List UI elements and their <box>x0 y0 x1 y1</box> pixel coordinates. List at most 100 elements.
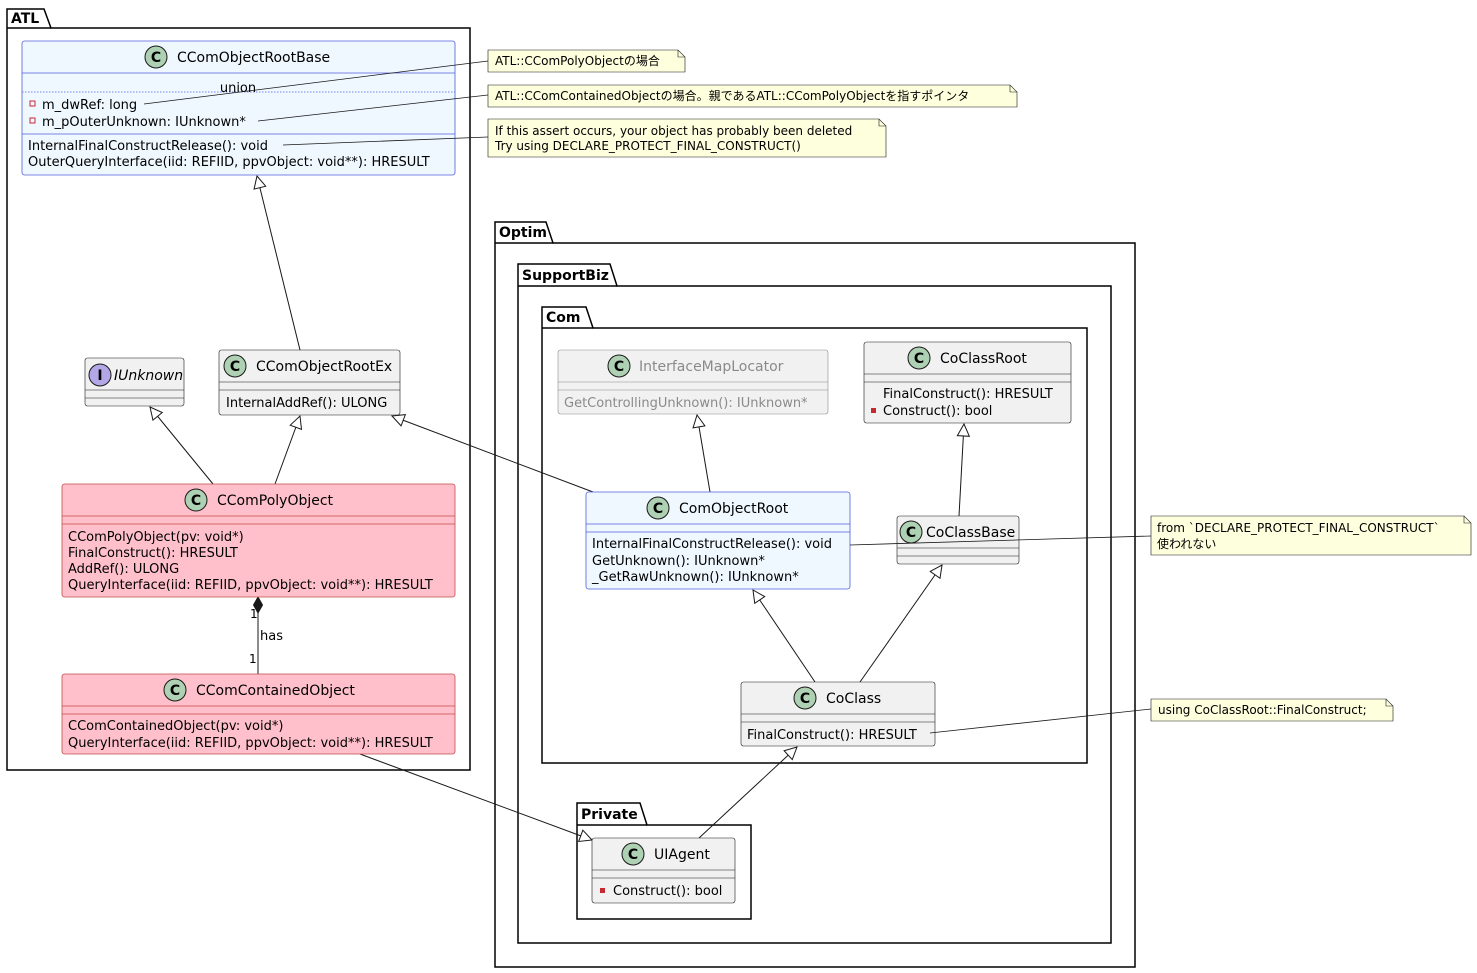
package-supportbiz: SupportBiz <box>517 263 1112 944</box>
class-iunknown[interactable]: I IUnknown <box>84 357 185 407</box>
private-method-marker <box>871 408 876 413</box>
method-internaladdref: InternalAddRef(): ULONG <box>226 396 387 411</box>
class-name: UIAgent <box>654 847 710 863</box>
note-from-line2: 使われない <box>1157 536 1216 551</box>
class-name: CComObjectRootEx <box>256 359 392 375</box>
class-ccomobjectrootex[interactable]: C CComObjectRootEx InternalAddRef(): ULO… <box>218 349 401 416</box>
package-atl: ATL <box>6 8 471 771</box>
inherit-poly-iunknown <box>150 407 214 485</box>
private-field-marker <box>29 100 36 107</box>
package-private-label: Private <box>581 807 638 823</box>
method-construct: Construct(): bool <box>883 404 992 419</box>
method-getunknown: GetUnknown(): IUnknown* <box>592 554 765 569</box>
package-com: Com <box>541 306 1088 764</box>
package-com-label: Com <box>546 310 580 326</box>
class-coclassbase[interactable]: C CoClassBase <box>896 515 1020 565</box>
class-coclassroot[interactable]: C CoClassRoot FinalConstruct(): HRESULT … <box>863 341 1072 424</box>
note-assert-line2: Try using DECLARE_PROTECT_FINAL_CONSTRUC… <box>494 139 801 153</box>
note-from-line1: from `DECLARE_PROTECT_FINAL_CONSTRUCT` <box>1157 521 1440 535</box>
class-name: CoClassBase <box>926 525 1015 541</box>
has-label: has <box>260 629 283 644</box>
class-name: InterfaceMapLocator <box>639 359 784 375</box>
class-name: CComContainedObject <box>196 683 355 699</box>
class-ccomobjectrootbase[interactable]: C CComObjectRootBase union m_dwRef: long… <box>21 40 456 176</box>
class-c-glyph: C <box>170 683 180 699</box>
class-comobjectroot[interactable]: C ComObjectRoot InternalFinalConstructRe… <box>585 491 851 590</box>
class-c-icon <box>163 678 187 702</box>
class-c-icon <box>223 354 247 378</box>
class-c-glyph: C <box>653 501 663 517</box>
class-c-glyph: C <box>914 351 924 367</box>
note-from-declare: from `DECLARE_PROTECT_FINAL_CONSTRUCT` 使… <box>1150 515 1472 556</box>
method-queryinterface: QueryInterface(iid: REFIID, ppvObject: v… <box>68 736 433 751</box>
method-internalfinalconstructrelease: InternalFinalConstructRelease(): void <box>28 139 268 154</box>
inherit-coclassbase-coclassroot <box>959 424 964 517</box>
multiplicity-top: 1 <box>250 607 258 621</box>
inherit-rootex-rootbase <box>257 176 301 351</box>
class-c-icon <box>184 488 208 512</box>
private-field-marker <box>29 117 36 124</box>
interface-i-glyph: I <box>97 368 102 384</box>
method-construct: Construct(): bool <box>613 884 722 899</box>
method-internalfinalconstructrelease: InternalFinalConstructRelease(): void <box>592 537 832 552</box>
inherit-uiagent-contained <box>359 753 592 840</box>
method-finalconstruct: FinalConstruct(): HRESULT <box>883 387 1053 402</box>
class-c-icon <box>607 354 631 378</box>
note-using: using CoClassRoot::FinalConstruct; <box>1150 698 1394 722</box>
note-contained: ATL::CComContainedObjectの場合。親であるATL::CCo… <box>487 84 1018 108</box>
private-method-marker <box>600 888 605 893</box>
package-optim: Optim <box>494 221 1136 968</box>
interface-i-icon <box>88 363 112 387</box>
class-name: IUnknown <box>114 368 183 384</box>
inherit-comobjectroot-locator <box>697 415 711 493</box>
multiplicity-bottom: 1 <box>249 652 257 666</box>
method-ccomcontainedobject: CComContainedObject(pv: void*) <box>68 719 283 734</box>
composition-diamond <box>252 595 264 615</box>
inherit-comobjectroot-rootex <box>392 416 594 493</box>
note-contained-text: ATL::CComContainedObjectの場合。親であるATL::CCo… <box>495 88 969 103</box>
note-assert-line1: If this assert occurs, your object has p… <box>495 124 852 138</box>
class-coclass[interactable]: C CoClass FinalConstruct(): HRESULT <box>740 681 936 747</box>
note-poly-text: ATL::CComPolyObjectの場合 <box>495 53 660 68</box>
inherit-coclass-comobjectroot <box>753 590 816 683</box>
class-c-glyph: C <box>628 847 638 863</box>
class-c-glyph: C <box>191 493 201 509</box>
class-c-glyph: C <box>230 359 240 375</box>
class-c-glyph: C <box>151 50 161 66</box>
class-c-glyph: C <box>614 359 624 375</box>
inherit-poly-rootex <box>274 416 300 485</box>
class-name: CoClassRoot <box>940 351 1027 367</box>
method-queryinterface: QueryInterface(iid: REFIID, ppvObject: v… <box>68 578 433 593</box>
package-private: Private <box>576 802 752 920</box>
class-interfacemaplocator[interactable]: C InterfaceMapLocator GetControllingUnkn… <box>557 349 829 415</box>
package-optim-label: Optim <box>499 225 547 241</box>
class-c-glyph: C <box>800 691 810 707</box>
package-supportbiz-label: SupportBiz <box>522 268 609 284</box>
method-ccompolyobject: CComPolyObject(pv: void*) <box>68 530 244 545</box>
class-c-glyph: C <box>906 525 916 541</box>
package-atl-label: ATL <box>11 11 39 27</box>
note-poly: ATL::CComPolyObjectの場合 <box>487 49 686 73</box>
field-m-pouterunknown: m_pOuterUnknown: IUnknown* <box>42 115 246 130</box>
class-uiagent[interactable]: C UIAgent Construct(): bool <box>591 837 736 904</box>
method-finalconstruct: FinalConstruct(): HRESULT <box>68 546 238 561</box>
class-ccomcontainedobject[interactable]: C CComContainedObject CComContainedObjec… <box>61 673 456 755</box>
class-name: CComPolyObject <box>217 493 334 509</box>
inherit-coclass-coclassbase <box>859 565 942 683</box>
class-c-icon <box>621 842 645 866</box>
method-finalconstruct: FinalConstruct(): HRESULT <box>747 728 917 743</box>
note-connectors <box>143 60 1152 734</box>
method-outerqueryinterface: OuterQueryInterface(iid: REFIID, ppvObje… <box>28 155 430 170</box>
method-getcontrollingunknown: GetControllingUnknown(): IUnknown* <box>564 396 808 411</box>
class-name: CComObjectRootBase <box>177 50 330 66</box>
class-ccompolyobject[interactable]: C CComPolyObject CComPolyObject(pv: void… <box>61 483 456 598</box>
relationship-lines <box>150 176 964 840</box>
class-name: ComObjectRoot <box>679 501 789 517</box>
field-m-dwref: m_dwRef: long <box>42 98 137 113</box>
method-getrawunknown: _GetRawUnknown(): IUnknown* <box>591 570 799 585</box>
method-addref: AddRef(): ULONG <box>68 562 179 577</box>
class-c-icon <box>793 686 817 710</box>
note-assert: If this assert occurs, your object has p… <box>487 118 887 158</box>
inherit-uiagent-coclass <box>698 747 797 839</box>
